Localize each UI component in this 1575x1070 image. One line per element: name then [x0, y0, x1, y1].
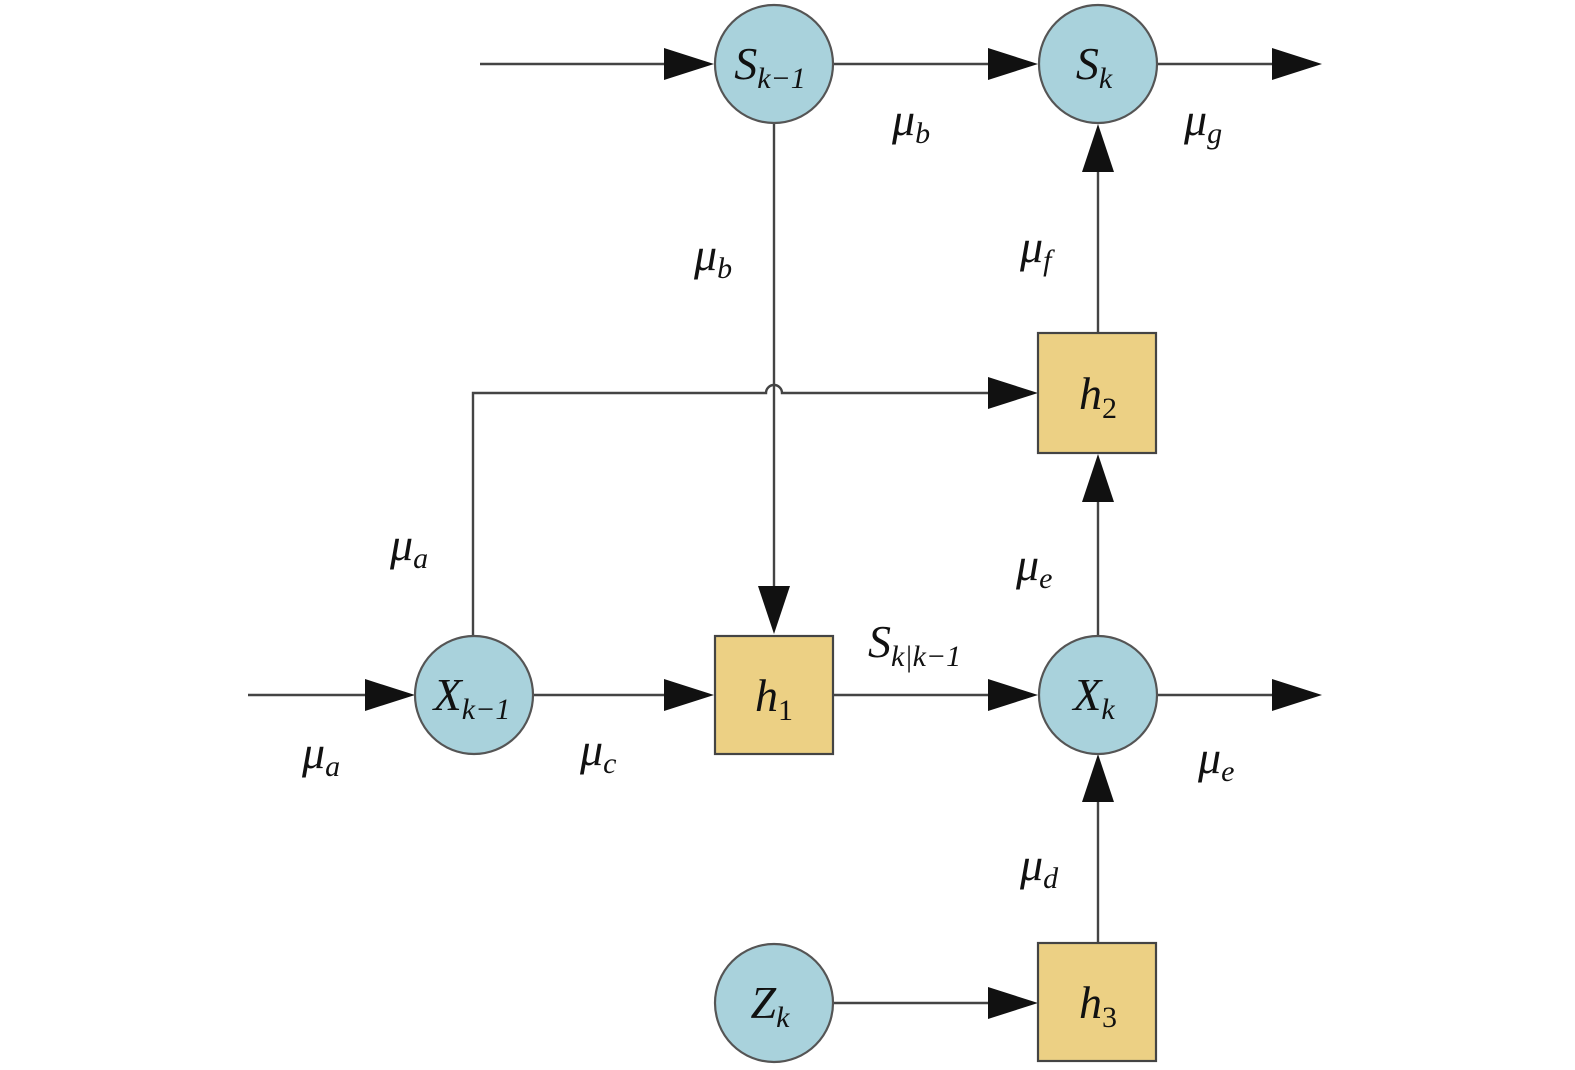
variable-nodes: Sk−1 Sk Xk−1 Xk Zk — [413, 3, 1159, 1064]
arrowheads — [365, 48, 1322, 1019]
label-mu-a-vertical: μa — [389, 519, 428, 575]
label-mu-d: μd — [1019, 839, 1059, 895]
node-x-prev-label: Xk−1 — [432, 669, 511, 726]
block-h3-label: h3 — [1079, 977, 1117, 1034]
block-h1: h1 — [713, 634, 835, 756]
label-mu-e-output: μe — [1197, 732, 1234, 788]
label-mu-f: μf — [1019, 221, 1055, 277]
node-x-k-label: Xk — [1071, 669, 1115, 726]
factor-blocks: h1 h2 h3 — [713, 331, 1158, 1063]
arrowhead — [1272, 679, 1322, 711]
node-z-k: Zk — [713, 942, 835, 1064]
label-mu-b-vertical: μb — [693, 229, 732, 285]
node-s-prev: Sk−1 — [713, 3, 835, 125]
node-x-k: Xk — [1037, 634, 1159, 756]
arrowhead — [365, 679, 415, 711]
arrowhead — [664, 48, 714, 80]
label-s-predicted: Sk|k−1 — [868, 616, 961, 673]
edge-labels: μb μg μb μf μa μe Sk|k−1 μa μc μe μd — [301, 94, 1234, 895]
arrowhead — [1272, 48, 1322, 80]
label-mu-b-top: μb — [891, 94, 930, 150]
block-h1-label: h1 — [755, 670, 793, 727]
arrowhead — [664, 679, 714, 711]
node-z-k-label: Zk — [751, 977, 791, 1034]
node-s-k-label: Sk — [1076, 38, 1113, 95]
arrowhead — [988, 48, 1038, 80]
wires — [248, 62, 1275, 1005]
node-s-prev-label: Sk−1 — [734, 38, 806, 95]
block-h3: h3 — [1036, 941, 1158, 1063]
node-s-k: Sk — [1037, 3, 1159, 125]
arrowhead — [988, 377, 1038, 409]
node-x-prev: Xk−1 — [413, 634, 535, 756]
arrowhead — [988, 679, 1038, 711]
block-h2: h2 — [1036, 331, 1158, 455]
arrowhead — [1082, 754, 1114, 802]
edge-x-prev-to-h2 — [471, 383, 990, 636]
label-mu-e-vertical: μe — [1015, 539, 1052, 595]
label-mu-a-input: μa — [301, 727, 340, 783]
arrowhead — [988, 987, 1038, 1019]
label-mu-c: μc — [579, 724, 616, 780]
label-mu-g: μg — [1183, 94, 1222, 150]
block-h2-label: h2 — [1079, 368, 1117, 425]
arrowhead — [1082, 454, 1114, 502]
arrowhead — [1082, 124, 1114, 172]
arrowhead — [758, 586, 790, 634]
